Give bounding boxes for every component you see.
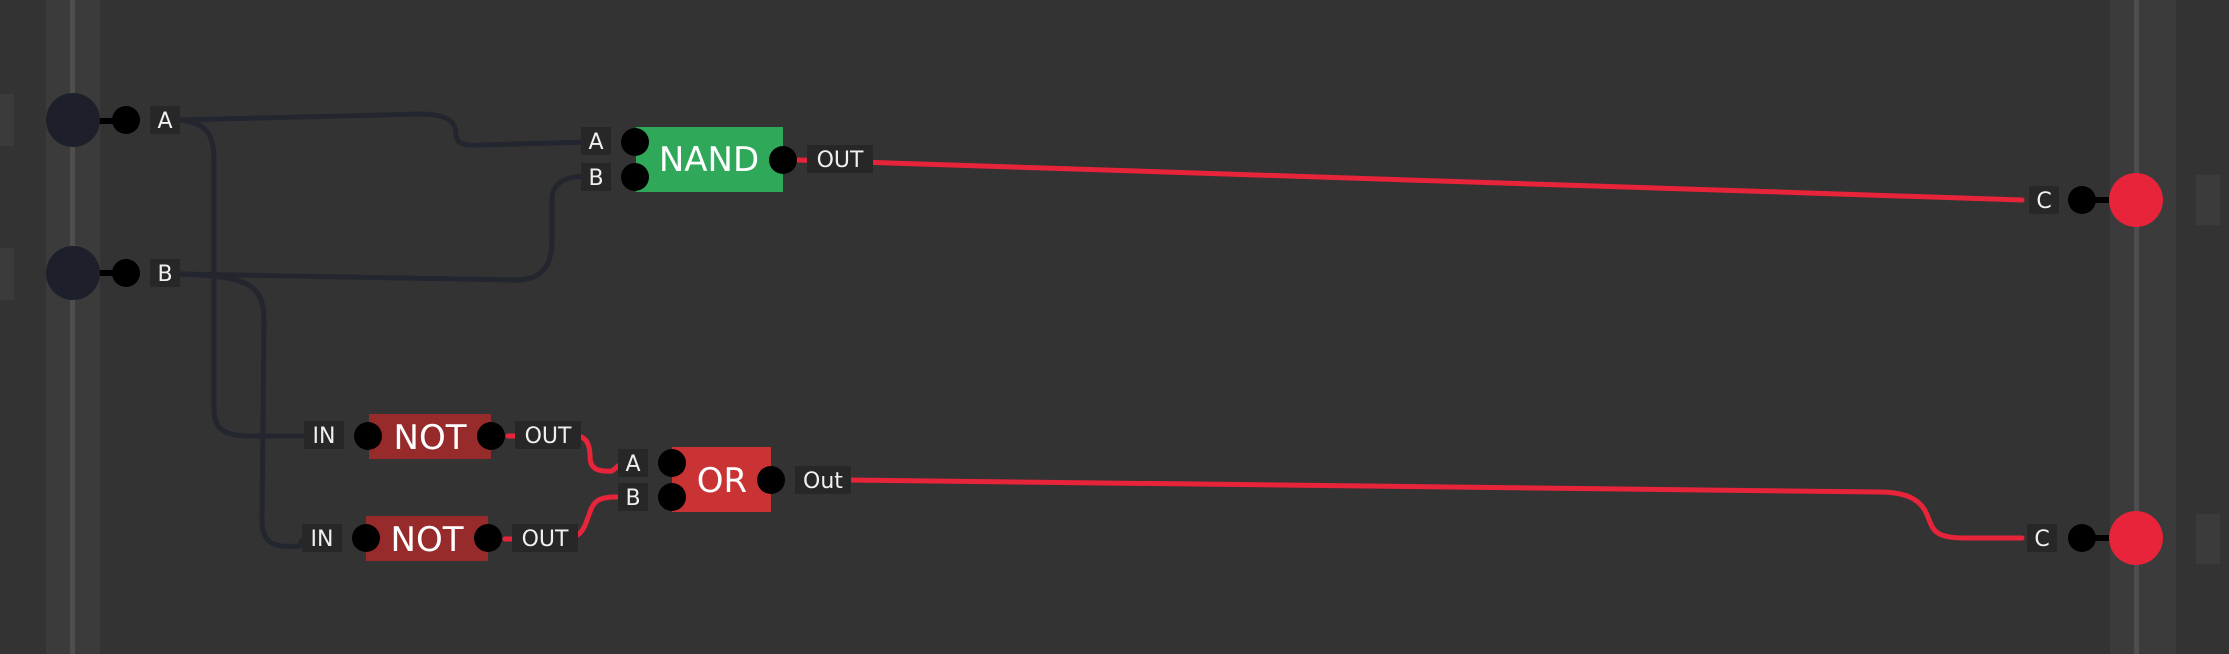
output-1-stub: [2094, 197, 2116, 203]
nand-gate-title: NAND: [659, 140, 759, 180]
or-input-b-label-bg: [618, 483, 648, 511]
input-a-label: A: [157, 109, 172, 134]
input-b-label-bg: [150, 259, 180, 287]
wire-b-to-not2-in[interactable]: [175, 271, 305, 549]
nand-output-label: OUT: [817, 148, 864, 173]
output-2-handle[interactable]: [2196, 514, 2220, 564]
input-a-stub: [98, 118, 124, 124]
output-1-indicator: [2109, 173, 2163, 227]
wire-b-to-nand-b[interactable]: [175, 173, 593, 283]
not1-output-pin[interactable]: [477, 422, 505, 450]
not1-input-pin[interactable]: [354, 422, 382, 450]
output-1[interactable]: C: [2029, 173, 2163, 227]
or-gate[interactable]: OR A B Out: [618, 447, 851, 512]
nand-input-b-pin[interactable]: [621, 163, 649, 191]
nand-gate[interactable]: NAND A B OUT: [581, 127, 873, 192]
nand-output-pin[interactable]: [769, 146, 797, 174]
not2-input-pin[interactable]: [352, 524, 380, 552]
not1-output-label-bg: [515, 421, 581, 449]
input-a-label-bg: [150, 106, 180, 134]
not2-output-label-bg: [512, 524, 578, 552]
wire-not1-out-to-or-a[interactable]: [505, 433, 625, 474]
or-output-label: Out: [803, 469, 843, 494]
input-b-label: B: [157, 262, 172, 287]
wire-a-to-not1-in[interactable]: [175, 117, 309, 439]
or-input-a-label-bg: [618, 449, 648, 477]
wire-or-out-to-c2[interactable]: [845, 477, 2025, 541]
or-output-pin[interactable]: [757, 466, 785, 494]
not2-input-label: IN: [311, 527, 334, 552]
output-1-pin[interactable]: [2068, 186, 2096, 214]
output-1-label-bg: [2029, 186, 2059, 214]
nand-input-b-label: B: [588, 166, 603, 191]
nand-input-b-label-bg: [581, 163, 611, 191]
input-rail-line: [70, 0, 75, 654]
input-b-handle[interactable]: [0, 248, 14, 300]
nand-gate-body[interactable]: [636, 127, 783, 192]
not1-output-label: OUT: [525, 424, 572, 449]
nand-input-a-label-bg: [581, 127, 611, 155]
not-gate-1-body[interactable]: [369, 414, 491, 459]
not2-output-label: OUT: [522, 527, 569, 552]
nand-input-a-pin[interactable]: [621, 128, 649, 156]
wire-a-to-nand-a[interactable]: [175, 111, 591, 148]
not2-output-pin[interactable]: [474, 524, 502, 552]
not-gate-1-title: NOT: [394, 418, 467, 458]
or-output-label-bg: [795, 466, 851, 494]
not1-input-label: IN: [313, 424, 336, 449]
input-b-toggle[interactable]: [46, 246, 100, 300]
output-1-handle[interactable]: [2196, 175, 2220, 225]
or-gate-body[interactable]: [672, 447, 771, 512]
input-a-pin[interactable]: [112, 106, 140, 134]
or-gate-title: OR: [697, 461, 747, 501]
not2-input-label-bg: [302, 524, 342, 552]
not1-input-label-bg: [304, 421, 344, 449]
or-input-a-pin[interactable]: [658, 449, 686, 477]
input-a-toggle[interactable]: [46, 93, 100, 147]
or-input-b-label: B: [625, 486, 640, 511]
output-2-stub: [2094, 535, 2116, 541]
output-2-indicator: [2109, 511, 2163, 565]
or-input-a-label: A: [625, 452, 640, 477]
output-2[interactable]: C: [2027, 511, 2163, 565]
input-b-stub: [98, 270, 124, 276]
not-gate-1[interactable]: NOT IN OUT: [304, 414, 581, 459]
wire-nand-out-to-c1[interactable]: [795, 157, 2025, 203]
not-gate-2-title: NOT: [391, 520, 464, 560]
input-a[interactable]: A: [46, 93, 180, 147]
not-gate-2[interactable]: NOT IN OUT: [302, 516, 578, 561]
output-2-pin[interactable]: [2068, 524, 2096, 552]
input-a-handle[interactable]: [0, 94, 14, 146]
nand-input-a-label: A: [588, 130, 603, 155]
input-b[interactable]: B: [46, 246, 180, 300]
output-1-label: C: [2036, 189, 2051, 214]
output-2-label: C: [2034, 527, 2049, 552]
not-gate-2-body[interactable]: [366, 516, 488, 561]
input-b-pin[interactable]: [112, 259, 140, 287]
output-2-label-bg: [2027, 524, 2057, 552]
nand-output-label-bg: [807, 145, 873, 173]
or-input-b-pin[interactable]: [658, 483, 686, 511]
output-rail-line: [2134, 0, 2139, 654]
